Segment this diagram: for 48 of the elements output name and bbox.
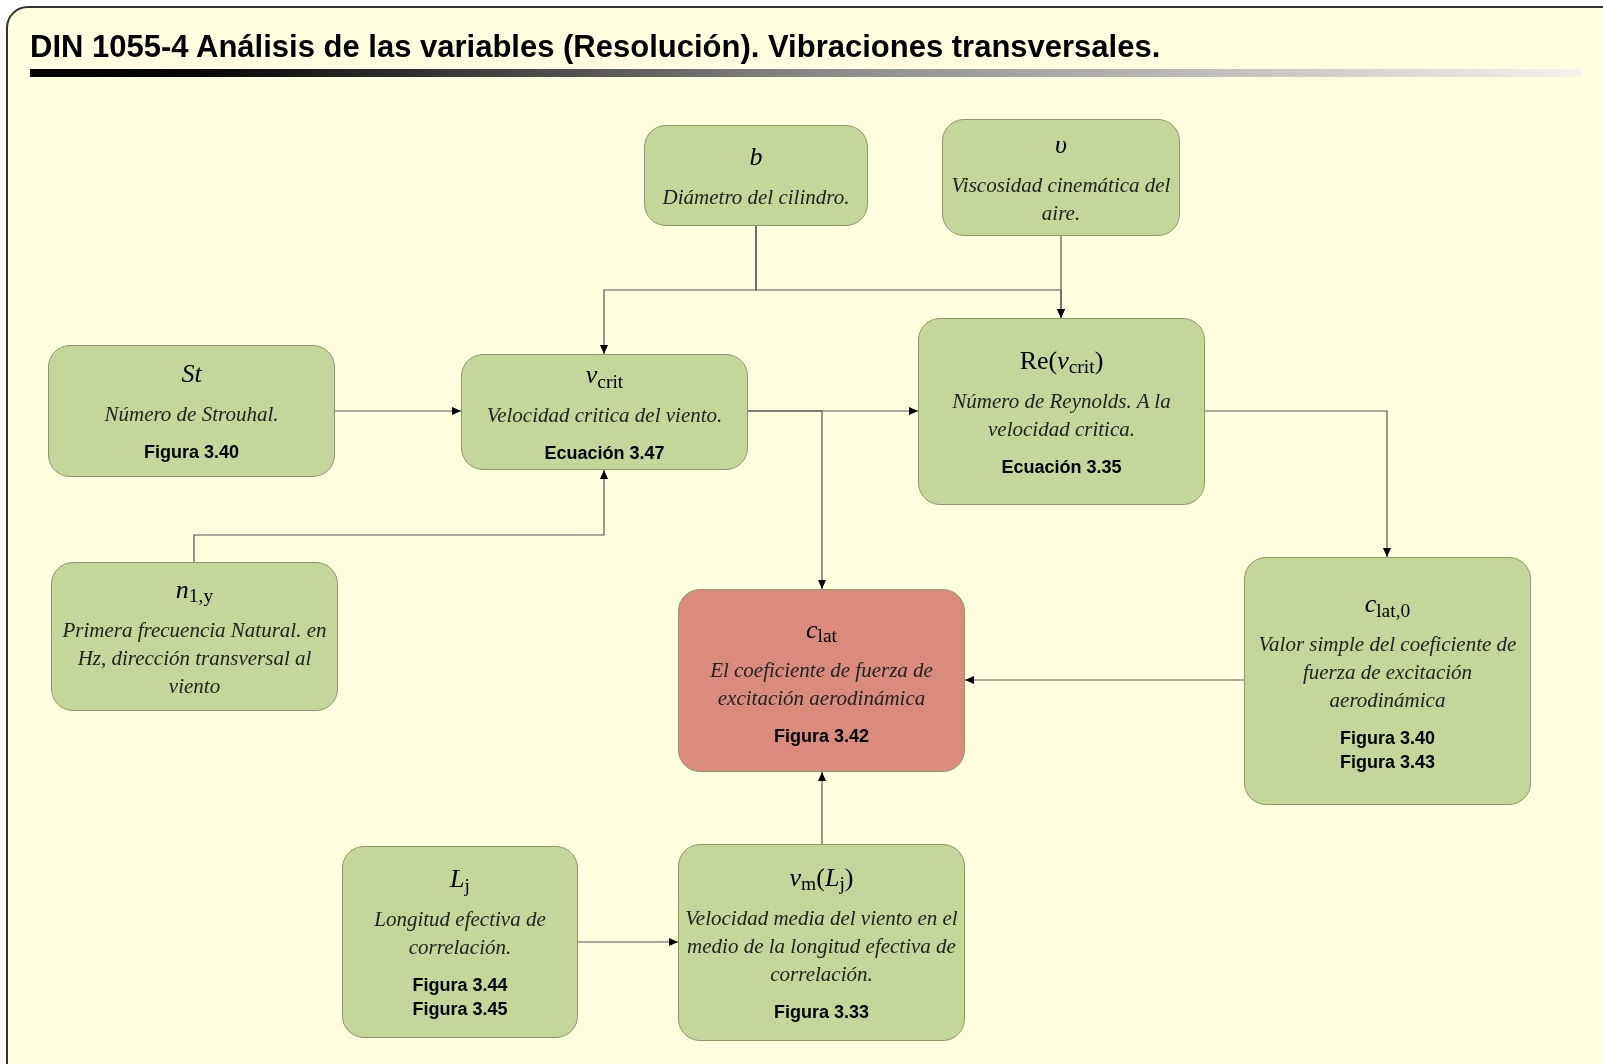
reference-text: Ecuación 3.47 bbox=[544, 442, 665, 465]
variable-description: El coeficiente de fuerza de excitación aerodinámica bbox=[709, 656, 934, 712]
reference-text: Figura 3.40 bbox=[1339, 727, 1435, 750]
variable-box bbox=[48, 345, 335, 477]
arrow bbox=[577, 938, 679, 946]
reference-text: Figura 3.44 bbox=[412, 974, 508, 997]
variable-symbol: L$_{j}$ bbox=[450, 863, 470, 895]
variable-description: Velocidad critica del viento. bbox=[486, 402, 723, 429]
variable-box bbox=[942, 119, 1180, 236]
reference-text: Figura 3.33 bbox=[773, 1000, 869, 1024]
variable-symbol: c$_{lat}$ bbox=[805, 613, 837, 646]
arrow bbox=[747, 410, 826, 590]
variable-description: Velocidad media del viento en el medio de la longitud efectiva de correlación. bbox=[684, 904, 959, 988]
arrow bbox=[1057, 235, 1065, 319]
reference-text: Figura 3.42 bbox=[773, 724, 869, 748]
variable-description: Diámetro del cilindro. bbox=[662, 183, 850, 211]
variable-description: Primera frecuencia Natural. en Hz, dirección transversal al viento bbox=[61, 616, 328, 700]
arrow bbox=[818, 771, 826, 845]
arrow bbox=[1204, 410, 1391, 558]
variable-box bbox=[1244, 557, 1531, 805]
variable-box bbox=[461, 354, 748, 470]
variable-box bbox=[678, 844, 965, 1041]
variable-description: Viscosidad cinemática del aire. bbox=[950, 171, 1172, 227]
variable-description: Número de Strouhal. bbox=[104, 401, 279, 428]
variable-symbol: n$_{1,y}$ bbox=[175, 573, 214, 606]
variable-box bbox=[342, 846, 578, 1038]
variable-symbol: v$_{crit}$ bbox=[585, 359, 624, 391]
arrow bbox=[193, 469, 608, 563]
variable-box bbox=[51, 562, 338, 711]
variable-symbol: Re(v$_{crit}$) bbox=[1019, 344, 1104, 377]
reference-text: Figura 3.40 bbox=[143, 441, 239, 464]
title: DIN 1055-4 Análisis de las variables (Resolución). Vibraciones transversales. bbox=[30, 28, 1161, 66]
variable-symbol: υ bbox=[1055, 128, 1067, 161]
variable-description: Longitud efectiva de correlación. bbox=[373, 906, 547, 961]
reference-text: Figura 3.45 bbox=[412, 998, 508, 1021]
variable-box bbox=[644, 125, 868, 226]
variable-box bbox=[918, 318, 1205, 505]
arrow bbox=[334, 407, 462, 415]
variable-symbol: St bbox=[181, 358, 202, 390]
arrow bbox=[964, 676, 1245, 684]
variable-description: Valor simple del coeficiente de fuerza de excitación aerodinámica bbox=[1257, 631, 1518, 714]
variable-symbol: b bbox=[749, 140, 763, 173]
variable-symbol: v$_{m}$(L$_{j}$) bbox=[789, 861, 854, 894]
reference-text: Figura 3.43 bbox=[1339, 751, 1435, 774]
variable-description: Número de Reynolds. A la velocidad critica. bbox=[951, 387, 1172, 443]
reference-text: Ecuación 3.35 bbox=[1001, 455, 1122, 479]
variable-box bbox=[678, 589, 965, 772]
variable-symbol: c$_{lat,0}$ bbox=[1364, 588, 1411, 620]
